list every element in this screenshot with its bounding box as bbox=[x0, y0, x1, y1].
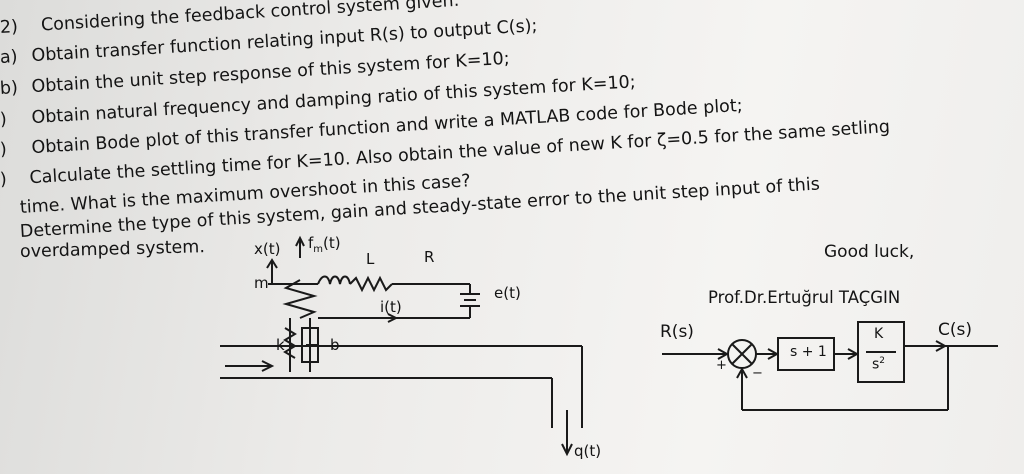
f-label: fm(t) bbox=[308, 234, 341, 255]
current-arrow bbox=[387, 313, 399, 323]
k-label: k bbox=[276, 336, 285, 354]
resistor-R bbox=[349, 275, 393, 293]
x-label: x(t) bbox=[254, 240, 281, 258]
minus-sign: − bbox=[752, 366, 763, 381]
sum-cross-2 bbox=[731, 343, 753, 365]
L-label: L bbox=[366, 250, 375, 268]
feedback-arrow-head bbox=[736, 366, 748, 379]
R-label: R bbox=[424, 248, 435, 266]
q-label: q(t) bbox=[574, 442, 602, 460]
e-label: e(t) bbox=[494, 284, 521, 302]
spring-k bbox=[283, 327, 297, 359]
f-arrow-head bbox=[295, 235, 305, 247]
m-label: m bbox=[254, 274, 269, 292]
output-label: C(s) bbox=[938, 320, 972, 340]
output-arrow-head bbox=[935, 340, 948, 352]
x-arrow-head bbox=[266, 258, 278, 269]
greeting: Good luck, bbox=[824, 242, 915, 262]
plant-numerator: K bbox=[874, 326, 884, 342]
controller-label: s + 1 bbox=[790, 344, 827, 360]
plant-denominator: s2 bbox=[872, 356, 886, 373]
plant-block bbox=[857, 321, 905, 383]
mass-coil bbox=[282, 279, 318, 319]
q-arrow-head bbox=[561, 443, 573, 457]
b-label: b bbox=[330, 336, 340, 354]
plus-sign: + bbox=[716, 358, 727, 373]
input-label: R(s) bbox=[660, 322, 694, 342]
i-label: i(t) bbox=[380, 298, 402, 316]
inductor-L bbox=[317, 275, 351, 285]
signature: Prof.Dr.Ertuğrul TAÇGIN bbox=[708, 288, 901, 307]
flow-arrow-head bbox=[261, 360, 275, 372]
